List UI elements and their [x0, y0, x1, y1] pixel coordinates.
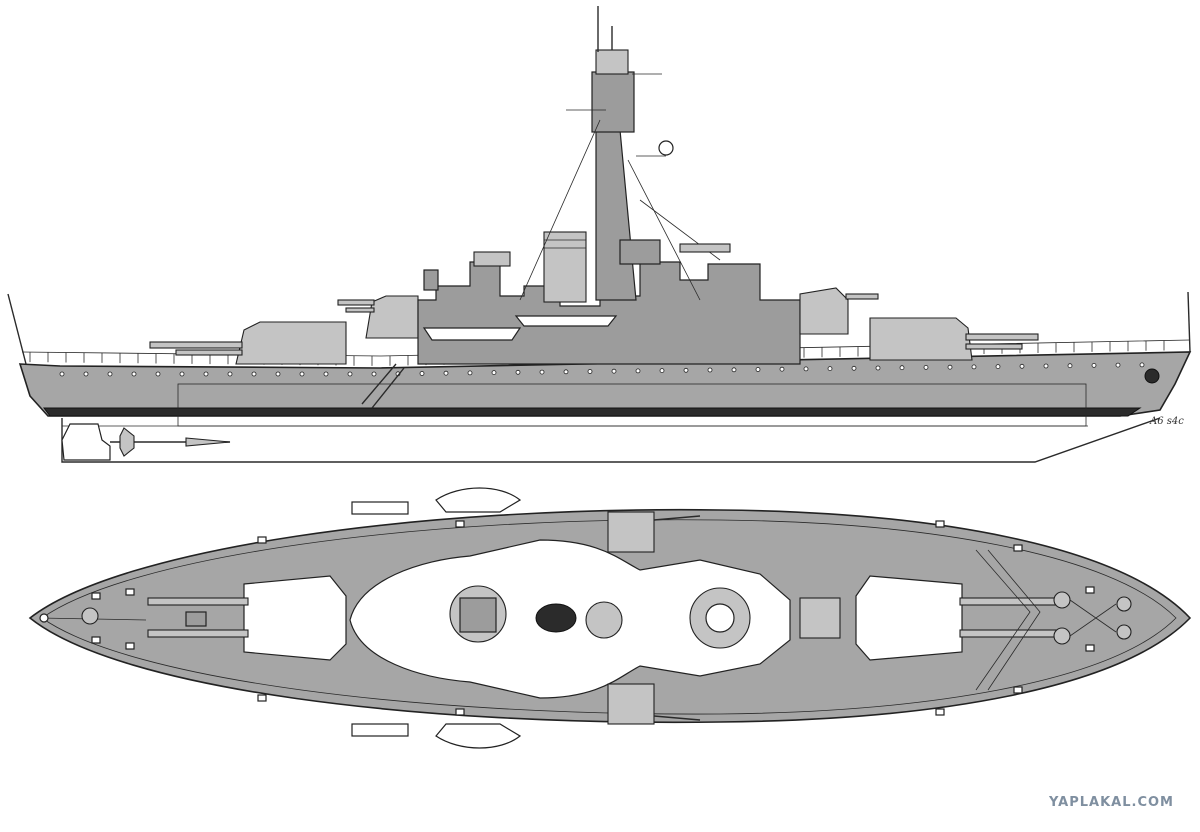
ensign-staff	[1187, 291, 1191, 353]
wing-turrets	[607, 511, 701, 725]
grating	[351, 501, 409, 515]
anchor-emblem	[1144, 368, 1160, 384]
bollard	[91, 636, 101, 644]
porthole	[659, 368, 665, 374]
rudder-and-propeller	[61, 423, 231, 461]
bollard	[125, 588, 135, 596]
porthole	[1043, 363, 1049, 369]
porthole	[923, 364, 929, 370]
portholes	[59, 362, 1145, 377]
porthole	[131, 371, 137, 377]
porthole	[995, 364, 1001, 370]
porthole	[1019, 363, 1025, 369]
porthole	[227, 371, 233, 377]
porthole	[1115, 362, 1121, 368]
porthole	[107, 371, 113, 377]
armour-belt	[177, 383, 1087, 427]
porthole	[539, 369, 545, 375]
porthole	[947, 364, 953, 370]
bollard	[125, 642, 135, 650]
bollard	[1013, 686, 1023, 694]
porthole	[515, 369, 521, 375]
aft-turret-side	[869, 317, 1039, 361]
porthole	[587, 369, 593, 374]
porthole	[755, 367, 761, 372]
second-turret-side	[337, 295, 419, 339]
boat-plan	[435, 487, 522, 513]
aft-second-turret-plan	[799, 597, 841, 639]
porthole	[827, 366, 833, 372]
porthole	[179, 371, 185, 377]
porthole	[251, 371, 257, 377]
porthole	[443, 370, 449, 376]
bollard	[1085, 586, 1095, 594]
bollard	[935, 708, 945, 716]
deck-fittings	[91, 520, 1095, 716]
watermark: YAPLAKAL.COM	[1049, 795, 1174, 810]
porthole	[899, 365, 905, 371]
mast-plan	[585, 601, 623, 639]
ships-boat	[422, 327, 522, 341]
porthole	[275, 371, 281, 377]
porthole	[1091, 362, 1097, 368]
porthole	[707, 367, 713, 373]
porthole	[563, 369, 569, 375]
bollard	[257, 536, 267, 544]
porthole	[683, 367, 689, 373]
porthole	[299, 371, 305, 377]
porthole	[1067, 363, 1073, 369]
porthole	[83, 371, 89, 377]
porthole	[467, 370, 473, 376]
porthole	[731, 367, 737, 373]
porthole	[851, 365, 857, 371]
porthole	[203, 371, 209, 377]
porthole	[59, 371, 65, 377]
plan-view	[28, 487, 1192, 749]
porthole	[323, 371, 329, 377]
stern-gear	[975, 549, 1132, 691]
funnel	[543, 231, 587, 303]
artist-signature: A6 s4c	[1150, 416, 1184, 427]
porthole	[419, 371, 425, 376]
porthole	[347, 371, 353, 377]
aft-second-turret-side	[799, 287, 879, 335]
anchor-gear	[39, 607, 207, 627]
funnel-plan	[535, 603, 577, 633]
porthole	[491, 370, 497, 376]
porthole	[779, 366, 785, 372]
porthole	[635, 368, 641, 374]
side-profile	[7, 6, 1192, 463]
jack-staff	[7, 293, 27, 365]
bollard	[455, 520, 465, 528]
porthole	[611, 368, 617, 374]
bollard	[257, 694, 267, 702]
bollard	[91, 592, 101, 600]
porthole	[1139, 362, 1145, 368]
porthole	[371, 371, 377, 377]
bollard	[1085, 644, 1095, 652]
porthole	[155, 371, 161, 377]
underwater-hull-outline	[61, 417, 1161, 463]
boot-topping	[43, 407, 1142, 417]
bollard	[455, 708, 465, 716]
porthole	[875, 365, 881, 371]
porthole	[971, 364, 977, 370]
porthole	[803, 366, 809, 372]
bollard	[1013, 544, 1023, 552]
forward-turret-side	[149, 321, 347, 365]
bollard	[935, 520, 945, 528]
forward-turret-plan	[147, 575, 347, 661]
